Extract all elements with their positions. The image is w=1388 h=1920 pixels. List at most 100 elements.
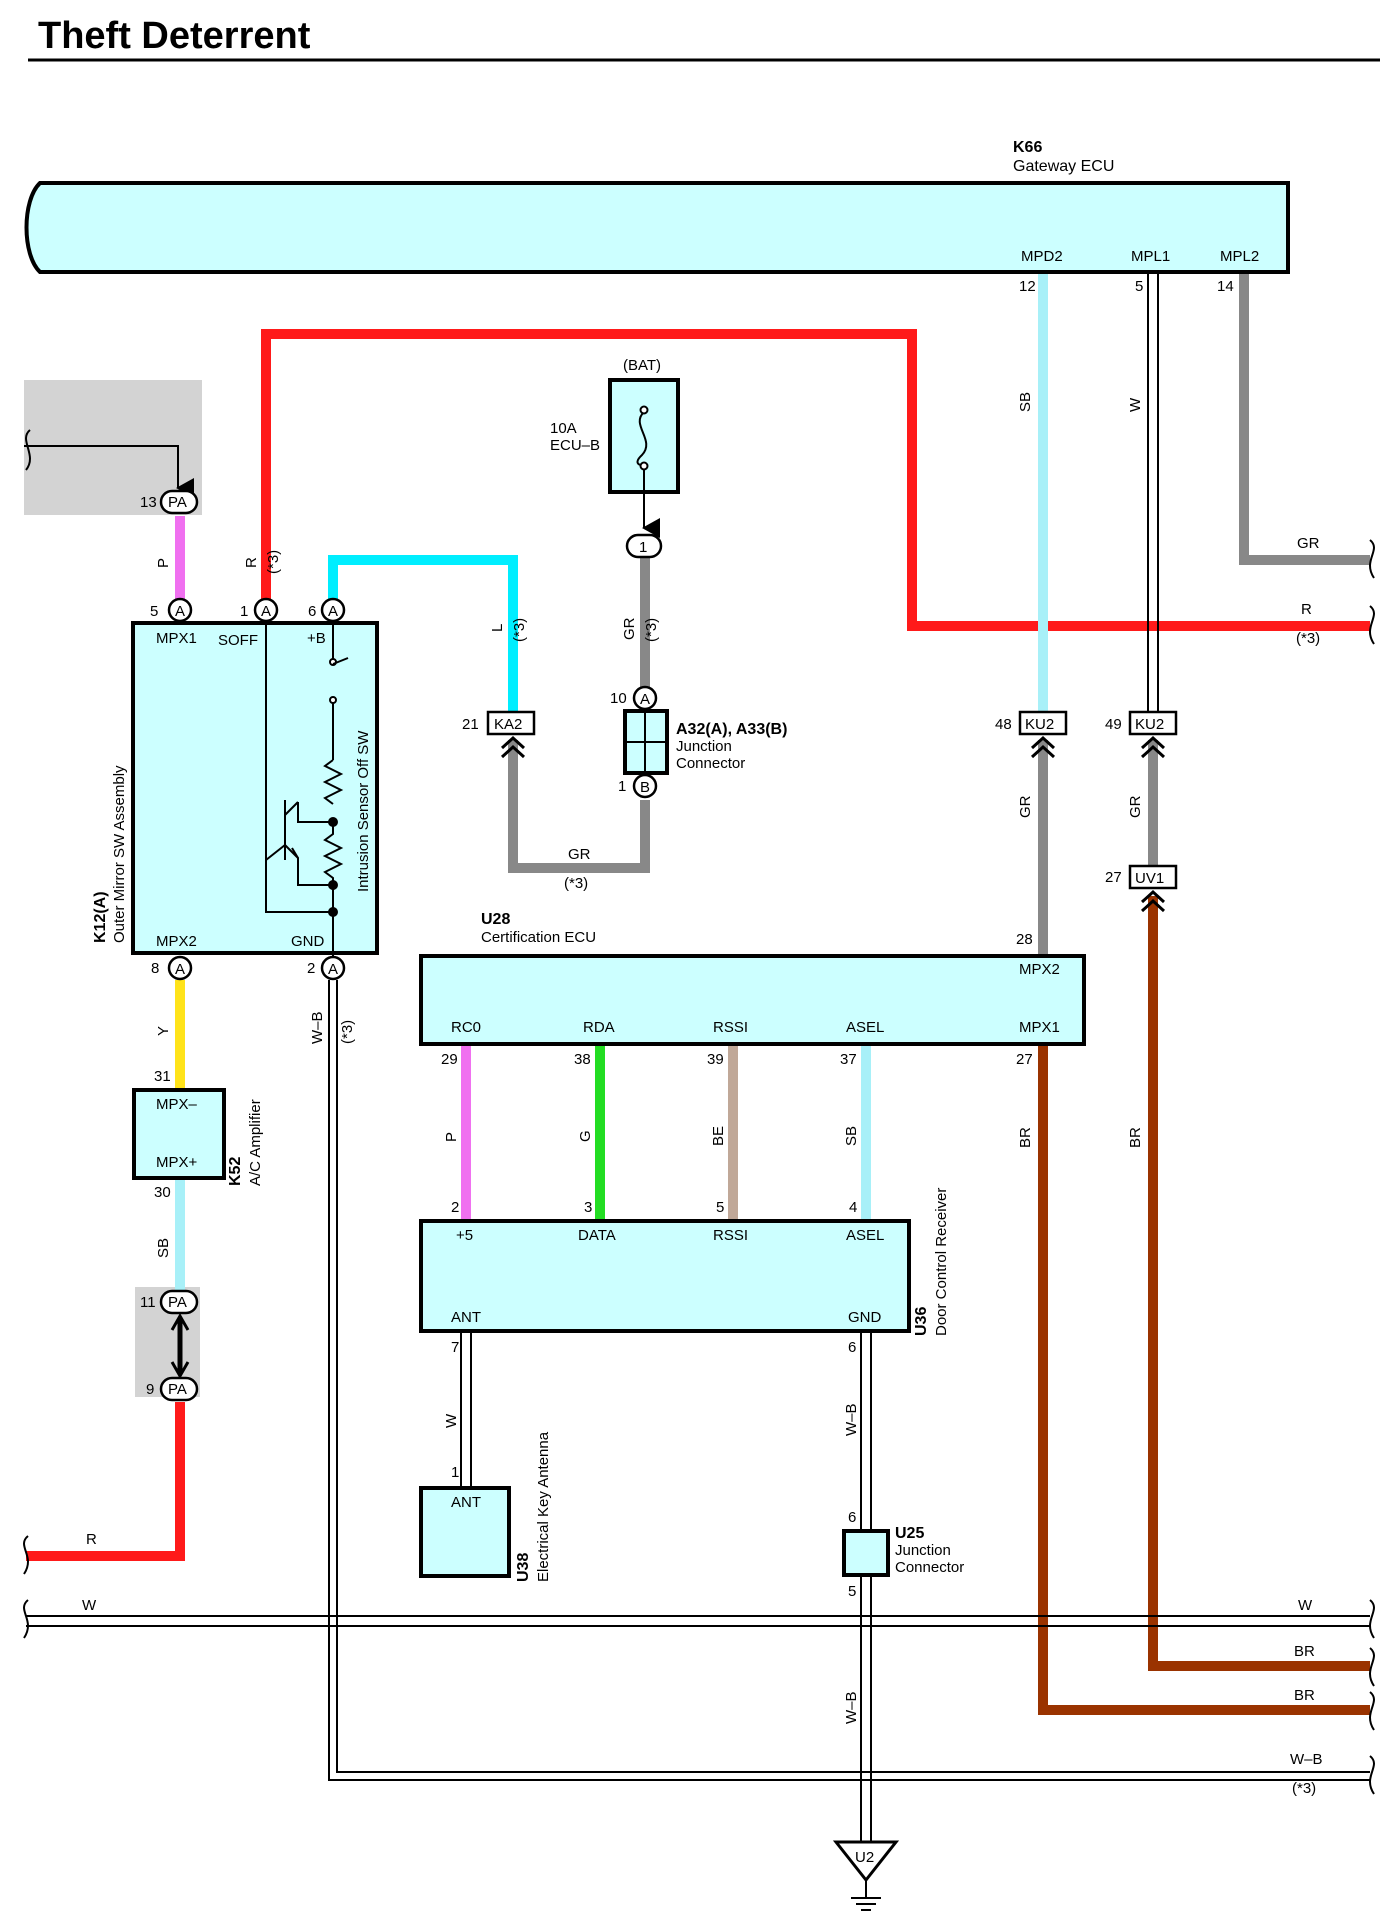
u25-name2: Connector [895,1559,964,1576]
wire-red-pa9 [26,1402,185,1561]
k12-id: K12(A) [92,891,109,943]
label-br-right-2: BR [1294,1687,1315,1704]
u38-name: Electrical Key Antenna [535,1431,552,1582]
k12-pin-mpx2: MPX2 [156,933,197,950]
k12-pinno-mpx2: 8 [151,960,159,977]
a32-name2: Connector [676,755,745,772]
u36-pinno-ant: 7 [451,1339,459,1356]
k12-conn-a-3: A [328,603,338,620]
u36-pinno-gnd: 6 [848,1339,856,1356]
wire-gray-mpl2 [1239,272,1370,565]
u28-pin-rc0: RC0 [451,1019,481,1036]
k66-pin-mpl1: MPL1 [1131,248,1170,265]
wire-gray-ka2-a33 [508,740,650,873]
pa11-pin-number: 11 [140,1294,156,1311]
wire-wb-k12-gnd [328,980,1370,1781]
u36-pinno-data: 3 [584,1199,592,1216]
u2-label: U2 [855,1849,874,1866]
label-y-mpx2: Y [155,1026,172,1036]
u36-pin-data: DATA [578,1227,616,1244]
ku2-chevron-48 [1030,735,1056,759]
label-wb-k12: W–B [309,1011,326,1044]
a32-pin-top: 10 [610,690,627,707]
label-r-soff: R [243,557,260,568]
k66-gateway-ecu-box [24,181,1290,274]
label-sb-k52: SB [155,1238,172,1258]
wire-brown-mpx1 [1038,1046,1370,1715]
u25-pin-bottom: 5 [848,1583,856,1600]
u36-pin-rssi: RSSI [713,1227,748,1244]
k52-name: A/C Amplifier [247,1099,264,1186]
ku2-connector-48 [1018,710,1068,736]
k66-pin-mpd2: MPD2 [1021,248,1063,265]
a32-pin-bottom: 1 [618,778,626,795]
u36-door-control-receiver-box [419,1219,911,1333]
u28-pinno-rssi: 39 [707,1051,724,1068]
wire-white-mpl1 [1147,272,1159,712]
k12-pin-mpx1: MPX1 [156,630,197,647]
ku2-pin-48: 48 [995,716,1012,733]
k66-pin-mpl2: MPL2 [1220,248,1259,265]
label-be-rssi: BE [710,1126,727,1146]
label-sb-mpd2: SB [1017,392,1034,412]
u28-pin-mpx2: MPX2 [1019,961,1060,978]
label-w-left: W [82,1597,97,1614]
k52-ac-amplifier-box [132,1088,226,1180]
label-p-pa13: P [155,558,172,568]
ka2-pin-number: 21 [462,716,479,733]
u36-id: U36 [913,1307,930,1336]
fuse-connector-pin-label: 1 [639,539,647,556]
u36-pinno-p5: 2 [451,1199,459,1216]
label-gr-ku2-48: GR [1017,795,1034,818]
k12-conn-a-1: A [175,603,185,620]
u36-name: Door Control Receiver [933,1188,950,1336]
a32-name1: Junction [676,738,732,755]
label-note-r-right: (*3) [1296,630,1320,647]
label-note-gr-ka2: (*3) [564,875,588,892]
k66-pinno-mpl2: 14 [1217,278,1234,295]
a32-conn-bottom [632,773,658,799]
label-gr-ku2-49: GR [1127,795,1144,818]
u28-pin-rssi: RSSI [713,1019,748,1036]
u28-name: Certification ECU [481,929,596,946]
k66-name: Gateway ECU [1013,158,1114,175]
u36-pin-ant: ANT [451,1309,481,1326]
k52-pin-mpx-minus: MPX– [156,1096,198,1113]
u36-pinno-rssi: 5 [716,1199,724,1216]
u28-pin-rda: RDA [583,1019,615,1036]
u25-name1: Junction [895,1542,951,1559]
pa13-break-mark [25,429,31,471]
pa11-connector [159,1289,199,1315]
u36-pin-asel: ASEL [846,1227,884,1244]
pa13-source-line [24,445,194,498]
wire-wb-u36-gnd [860,1330,872,1850]
k52-pinno-mpx-plus: 30 [154,1184,171,1201]
label-gr-mpl2: GR [1297,535,1320,552]
label-wb-gnd: W–B [843,1403,860,1436]
k12-internal-circuit [265,621,349,958]
a32-junction-grid [625,711,667,773]
uv1-label: UV1 [1135,870,1164,887]
k66-pinno-mpd2: 12 [1019,278,1036,295]
u28-pinno-mpx2: 28 [1016,931,1033,948]
fuse-name: ECU–B [550,437,600,454]
label-w-mpl1: W [1127,397,1144,412]
fuse-connector-pin [625,533,663,559]
label-g-rda: G [577,1130,594,1142]
k12-conn-a-4: A [175,961,185,978]
k12-pinno-soff: 1 [240,603,248,620]
u28-id: U28 [481,911,510,928]
k52-pinno-mpx-minus: 31 [154,1068,171,1085]
u25-pin-top: 6 [848,1509,856,1526]
pa9-connector [159,1376,199,1402]
pa13-connector-label: PA [168,494,187,511]
u28-pinno-rda: 38 [574,1051,591,1068]
label-note-l: (*3) [511,618,528,642]
k66-id: K66 [1013,139,1042,156]
label-br-right-1: BR [1294,1643,1315,1660]
k52-pin-mpx-plus: MPX+ [156,1154,198,1171]
u28-pinno-rc0: 29 [441,1051,458,1068]
right-break-marks [1369,539,1375,1795]
u28-certification-ecu-box [419,954,1086,1046]
k12-pins-top [167,597,346,623]
